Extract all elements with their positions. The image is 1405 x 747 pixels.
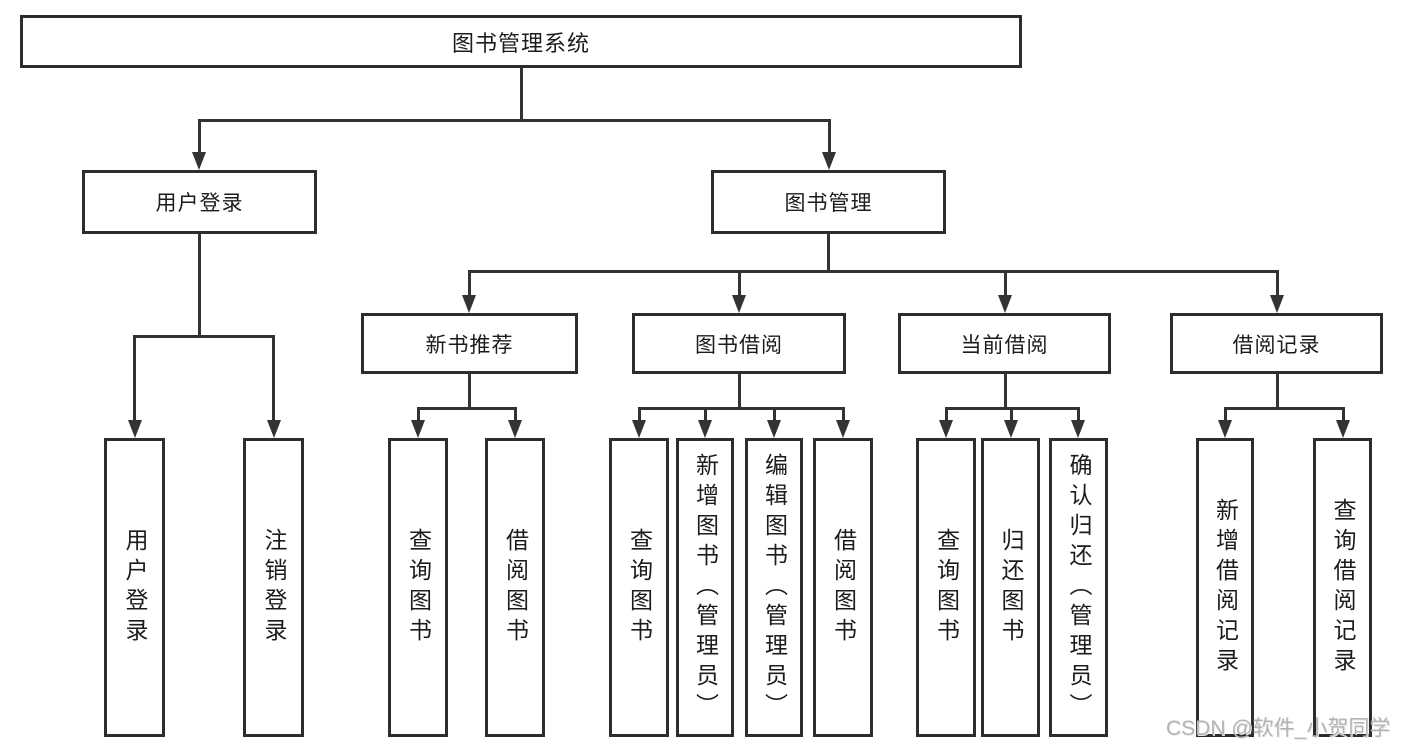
connector-drop-borrow-borrow bbox=[841, 407, 845, 421]
arrowhead-records-query bbox=[1336, 420, 1350, 438]
connector-drop-borrow-edit bbox=[772, 407, 776, 421]
connector-current-stem bbox=[1003, 374, 1007, 410]
connector-drop-recommend-borrow bbox=[513, 407, 517, 421]
connector-book-management-branch bbox=[467, 270, 1279, 273]
arrowhead-new-book-recommend bbox=[462, 295, 476, 313]
node-user-login: 用户登录 bbox=[82, 170, 317, 234]
connector-drop-borrow-records bbox=[1275, 270, 1279, 296]
connector-drop-current-return bbox=[1009, 407, 1013, 421]
arrowhead-user-login bbox=[192, 152, 206, 170]
connector-drop-recommend-query bbox=[416, 407, 420, 421]
leaf-current-return-books-label: 归还图书 bbox=[998, 527, 1024, 648]
connector-drop-current-borrow bbox=[1003, 270, 1007, 296]
leaf-logout: 注销登录 bbox=[243, 438, 304, 737]
arrowhead-borrow-records bbox=[1270, 295, 1284, 313]
connector-user-login-branch bbox=[133, 335, 275, 338]
connector-drop-leaf-user-login bbox=[133, 335, 136, 420]
leaf-borrow-add-books-admin-label: 新增图书（管理员） bbox=[692, 452, 719, 723]
arrowhead-recommend-query bbox=[411, 420, 425, 438]
leaf-records-query-record: 查询借阅记录 bbox=[1313, 438, 1372, 737]
arrowhead-current-return bbox=[1004, 420, 1018, 438]
arrowhead-borrow-add bbox=[698, 420, 712, 438]
leaf-borrow-add-books-admin: 新增图书（管理员） bbox=[676, 438, 734, 737]
leaf-logout-label: 注销登录 bbox=[261, 527, 287, 648]
node-current-borrow: 当前借阅 bbox=[898, 313, 1111, 374]
leaf-borrow-edit-books-admin: 编辑图书（管理员） bbox=[745, 438, 803, 737]
arrowhead-records-add bbox=[1218, 420, 1232, 438]
connector-borrow-branch bbox=[637, 407, 845, 410]
leaf-user-login: 用户登录 bbox=[104, 438, 165, 737]
leaf-borrow-query-books-label: 查询图书 bbox=[626, 527, 653, 648]
connector-user-login-stem bbox=[197, 234, 201, 335]
watermark: CSDN @软件_小贺同学 bbox=[1166, 717, 1391, 740]
leaf-current-confirm-return-admin-label: 确认归还（管理员） bbox=[1066, 452, 1092, 723]
arrowhead-borrow-edit bbox=[767, 420, 781, 438]
leaf-borrow-borrow-books: 借阅图书 bbox=[813, 438, 873, 737]
leaf-current-query-books-label: 查询图书 bbox=[933, 527, 960, 648]
connector-drop-current-query bbox=[944, 407, 948, 421]
leaf-borrow-query-books: 查询图书 bbox=[609, 438, 669, 737]
connector-drop-current-confirm bbox=[1076, 407, 1080, 421]
connector-records-stem bbox=[1275, 374, 1279, 410]
connector-drop-new-book-recommend bbox=[467, 270, 471, 296]
node-new-book-recommend: 新书推荐 bbox=[361, 313, 578, 374]
connector-book-management-stem bbox=[827, 234, 830, 270]
leaf-user-login-label: 用户登录 bbox=[122, 527, 148, 648]
node-book-management: 图书管理 bbox=[711, 170, 946, 234]
node-borrow-records: 借阅记录 bbox=[1170, 313, 1383, 374]
connector-drop-records-query bbox=[1341, 407, 1345, 421]
connector-drop-leaf-logout bbox=[272, 335, 275, 420]
connector-drop-borrow-add bbox=[703, 407, 707, 421]
connector-recommend-stem bbox=[467, 374, 471, 410]
leaf-borrow-borrow-books-label: 借阅图书 bbox=[830, 527, 857, 648]
arrowhead-book-management bbox=[822, 152, 836, 170]
arrowhead-current-confirm bbox=[1071, 420, 1085, 438]
arrowhead-current-borrow bbox=[998, 295, 1012, 313]
connector-recommend-branch bbox=[416, 407, 517, 410]
leaf-current-return-books: 归还图书 bbox=[981, 438, 1040, 737]
arrowhead-current-query bbox=[939, 420, 953, 438]
connector-root-branch bbox=[197, 119, 830, 122]
connector-drop-records-add bbox=[1223, 407, 1227, 421]
node-root: 图书管理系统 bbox=[20, 15, 1022, 68]
leaf-borrow-edit-books-admin-label: 编辑图书（管理员） bbox=[761, 452, 788, 723]
leaf-recommend-query-books-label: 查询图书 bbox=[405, 527, 432, 648]
connector-borrow-stem bbox=[737, 374, 741, 410]
arrowhead-leaf-user-login bbox=[127, 420, 142, 438]
arrowhead-borrow-borrow bbox=[836, 420, 850, 438]
arrowhead-recommend-borrow bbox=[508, 420, 522, 438]
leaf-recommend-borrow-books-label: 借阅图书 bbox=[502, 527, 529, 648]
connector-records-branch bbox=[1223, 407, 1345, 410]
leaf-records-add-record: 新增借阅记录 bbox=[1196, 438, 1254, 737]
leaf-records-add-record-label: 新增借阅记录 bbox=[1212, 497, 1239, 678]
node-book-borrow: 图书借阅 bbox=[632, 313, 846, 374]
connector-drop-user-login bbox=[197, 119, 201, 153]
connector-drop-book-management bbox=[827, 119, 831, 153]
leaf-recommend-borrow-books: 借阅图书 bbox=[485, 438, 545, 737]
connector-drop-book-borrow bbox=[737, 270, 741, 296]
connector-drop-borrow-query bbox=[637, 407, 641, 421]
connector-root-stem bbox=[519, 68, 523, 120]
arrowhead-book-borrow bbox=[732, 295, 746, 313]
leaf-current-query-books: 查询图书 bbox=[916, 438, 976, 737]
arrowhead-leaf-logout bbox=[266, 420, 281, 438]
leaf-current-confirm-return-admin: 确认归还（管理员） bbox=[1049, 438, 1108, 737]
leaf-recommend-query-books: 查询图书 bbox=[388, 438, 448, 737]
leaf-records-query-record-label: 查询借阅记录 bbox=[1330, 497, 1356, 678]
arrowhead-borrow-query bbox=[632, 420, 646, 438]
